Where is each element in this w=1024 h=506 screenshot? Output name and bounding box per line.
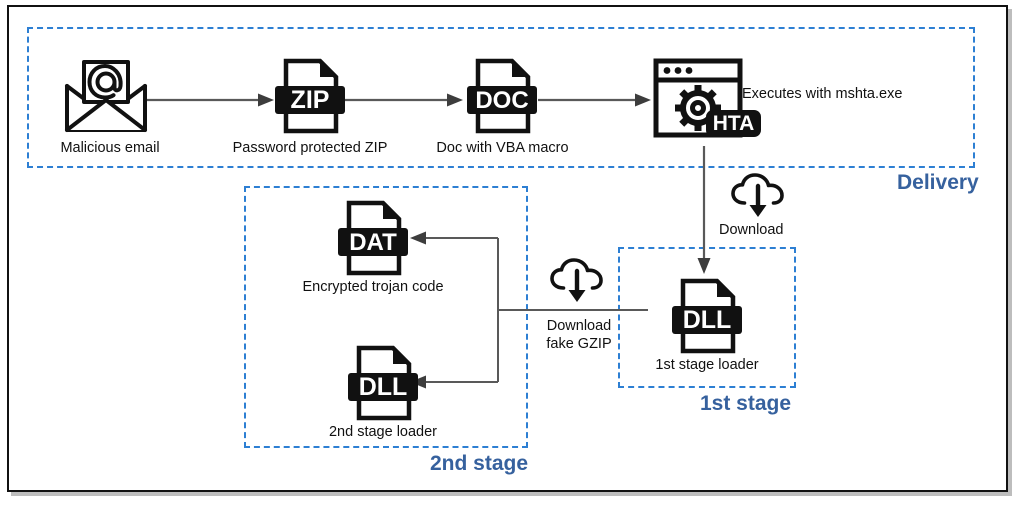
file-ext-dll-stage2: DLL bbox=[359, 373, 408, 401]
zone-delivery-label: Delivery bbox=[897, 171, 979, 194]
edge-doc-to-hta bbox=[538, 88, 653, 112]
node-label-zip: Password protected ZIP bbox=[232, 140, 388, 156]
file-dll-icon-stage2: DLL bbox=[345, 345, 421, 421]
node-label-dll2: 2nd stage loader bbox=[328, 424, 438, 440]
cloud-download-fake-gzip-icon bbox=[549, 258, 607, 304]
file-ext-dll-stage1: DLL bbox=[683, 306, 732, 334]
hta-badge-text: HTA bbox=[713, 112, 755, 135]
file-doc-icon: DOC bbox=[464, 58, 540, 134]
annotation-mshta: Executes with mshta.exe bbox=[742, 86, 903, 102]
edge-email-to-zip bbox=[146, 88, 276, 112]
node-label-dll1: 1st stage loader bbox=[655, 357, 759, 373]
annotation-download: Download bbox=[719, 222, 784, 238]
cloud-download-icon bbox=[730, 173, 788, 219]
file-ext-dat: DAT bbox=[349, 229, 397, 256]
browser-gear-hta-icon: HTA bbox=[653, 58, 763, 140]
annotation-download-gzip-line2: fake GZIP bbox=[546, 336, 612, 352]
zone-stage2-label: 2nd stage bbox=[430, 452, 529, 475]
annotation-download-gzip-line1: Download bbox=[546, 318, 612, 334]
edge-zip-to-doc bbox=[345, 88, 465, 112]
file-zip-icon: ZIP bbox=[272, 58, 348, 134]
file-dat-icon: DAT bbox=[335, 200, 411, 276]
file-ext-zip: ZIP bbox=[291, 86, 330, 114]
edge-hta-to-dll1 bbox=[692, 146, 716, 276]
zone-stage1 bbox=[618, 247, 796, 388]
zone-stage2 bbox=[244, 186, 528, 448]
node-label-doc: Doc with VBA macro bbox=[436, 140, 569, 156]
file-ext-doc: DOC bbox=[475, 87, 528, 114]
zone-stage1-label: 1st stage bbox=[700, 392, 792, 415]
node-label-dat: Encrypted trojan code bbox=[302, 279, 444, 295]
node-label-email: Malicious email bbox=[60, 140, 160, 156]
email-at-icon bbox=[63, 58, 149, 134]
edge-dll1-branch-to-stage2 bbox=[408, 231, 658, 394]
zone-delivery bbox=[27, 27, 975, 168]
file-dll-icon-stage1: DLL bbox=[669, 278, 745, 354]
